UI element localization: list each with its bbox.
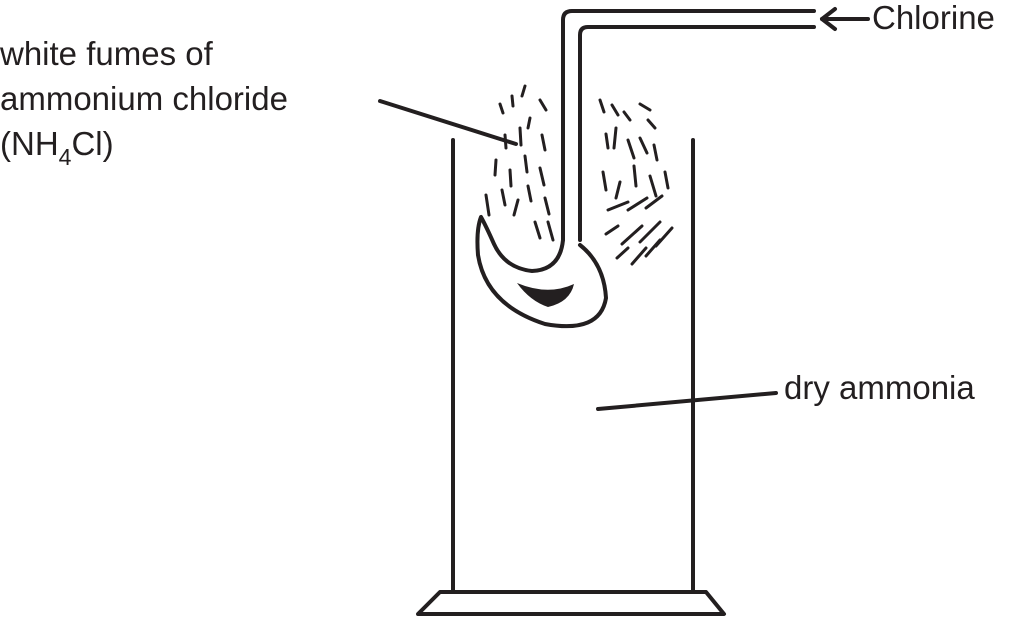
- gas-jar-base: [416, 590, 726, 616]
- chlorine-arrow-head: [820, 7, 837, 31]
- formula-close: Cl): [71, 125, 114, 162]
- spoon-residue: [517, 283, 574, 307]
- formula-subscript: 4: [58, 144, 72, 170]
- delivery-tube-outer: [561, 9, 816, 242]
- formula-open: (NH: [0, 125, 59, 162]
- chlorine-label: Chlorine: [872, 0, 995, 36]
- fumes-left: [484, 84, 555, 242]
- ammonia-leader-line: [596, 391, 778, 411]
- delivery-tube-inner: [578, 25, 816, 242]
- dry-ammonia-label: dry ammonia: [784, 369, 975, 406]
- fumes-formula-label: (NH4Cl): [0, 122, 114, 170]
- spoon-bowl: [475, 215, 608, 329]
- fumes-label-line2: ammonium chloride: [0, 80, 288, 117]
- fumes-leader-line: [378, 99, 518, 146]
- fumes-right: [598, 98, 674, 266]
- fumes-label-line1: white fumes of: [0, 35, 213, 72]
